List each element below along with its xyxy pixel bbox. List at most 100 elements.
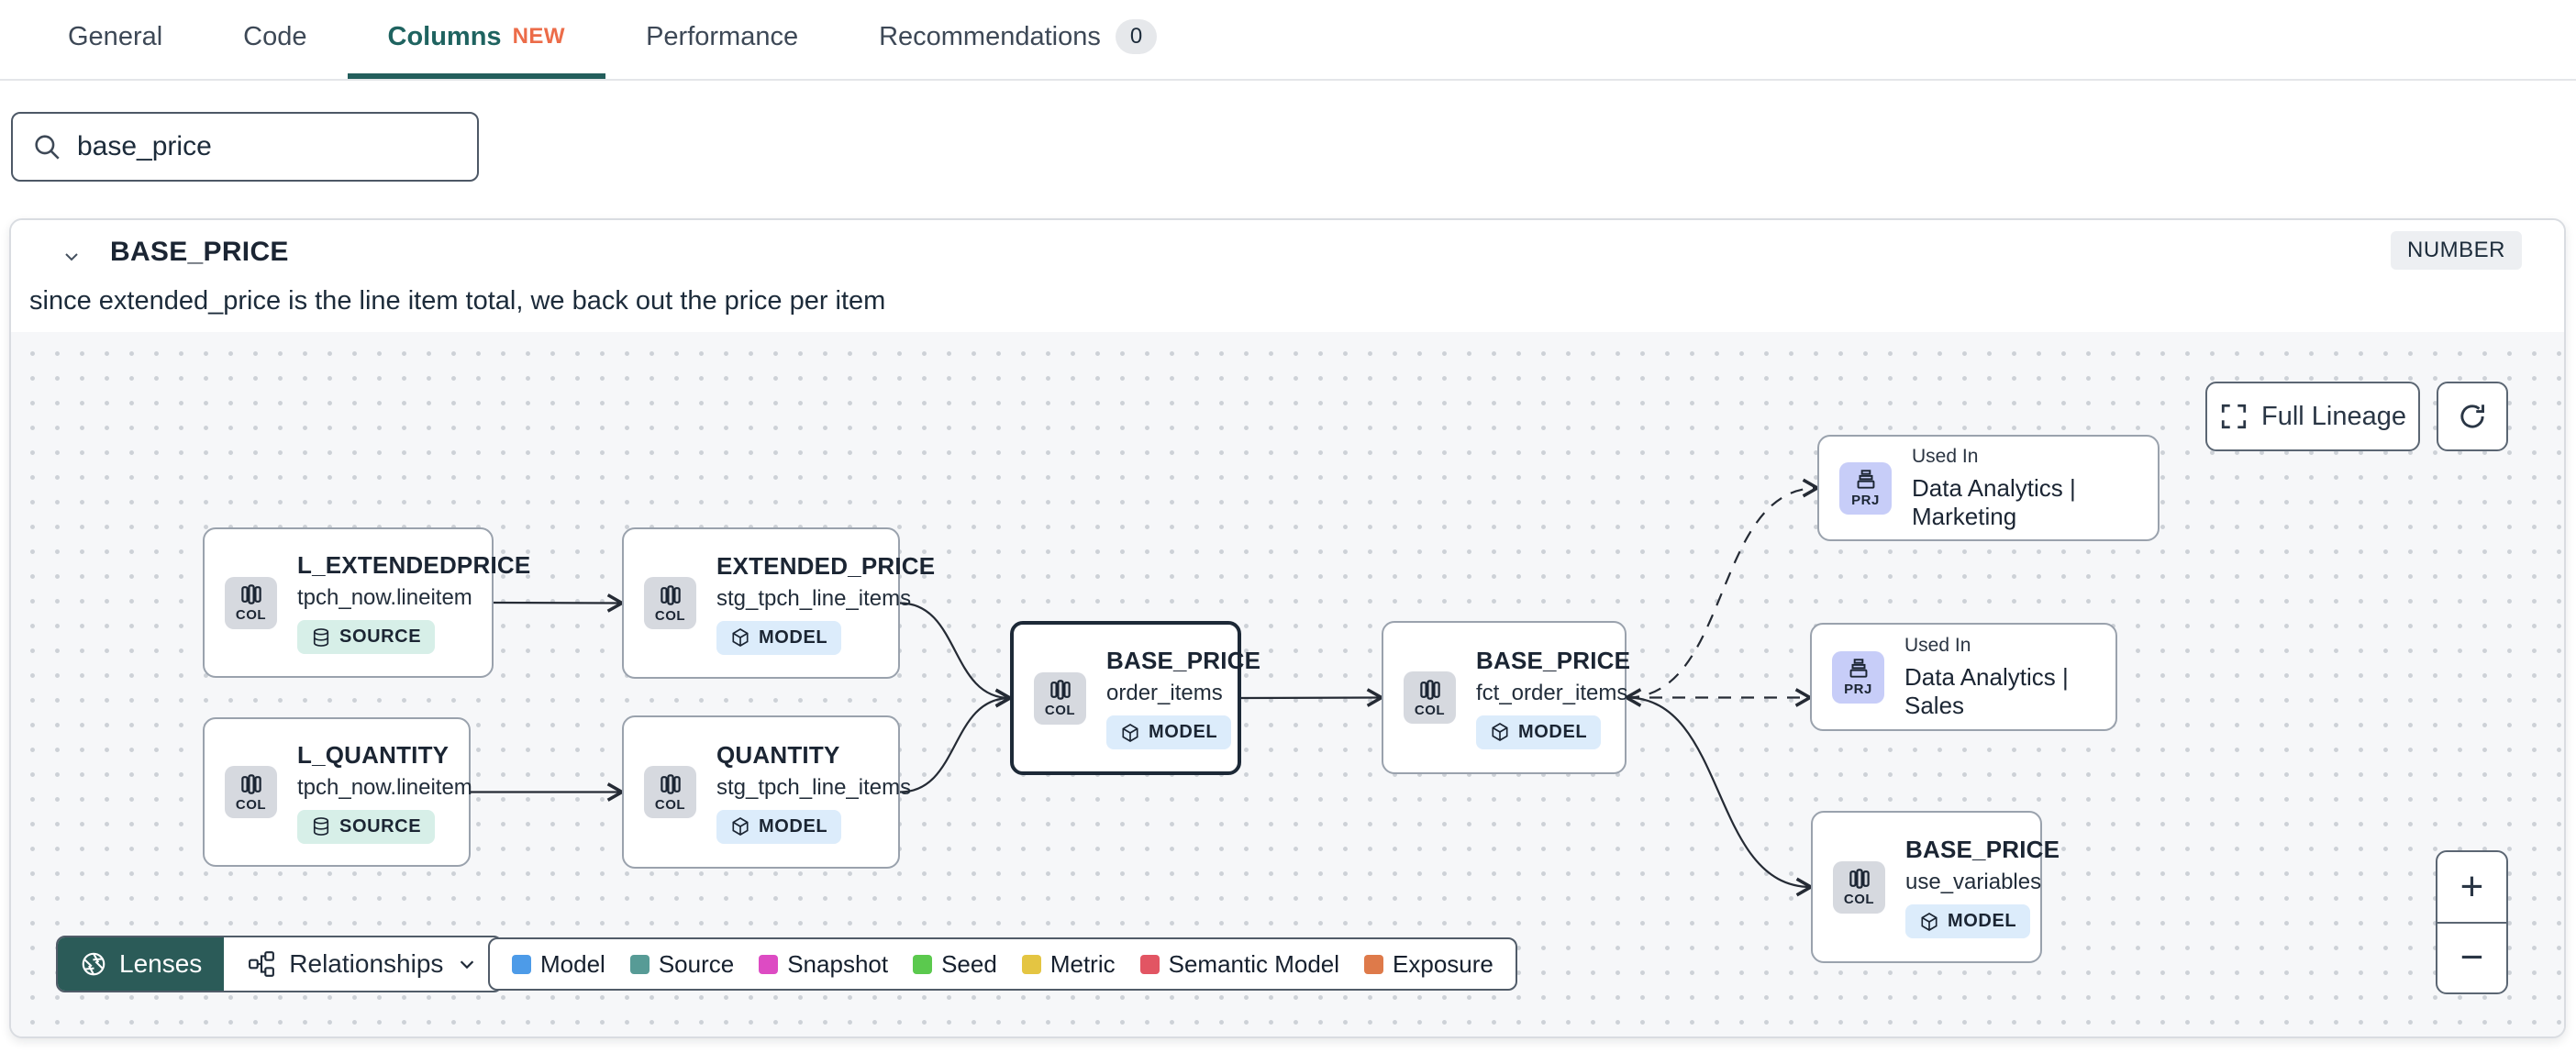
column-chip: COL: [1833, 860, 1885, 914]
legend-item-seed: Seed: [913, 950, 997, 979]
column-chip: COL: [1404, 671, 1456, 724]
tab-code[interactable]: Code: [203, 0, 347, 79]
node-subtitle: Data Analytics | Marketing: [1912, 473, 2076, 530]
legend-swatch: [1139, 954, 1160, 974]
legend-label: Model: [540, 949, 605, 978]
legend-label: Source: [658, 949, 735, 978]
node-title: L_QUANTITY: [297, 740, 450, 769]
legend-swatch: [512, 954, 531, 974]
legend-label: Exposure: [1393, 949, 1493, 978]
project-icon: [1854, 468, 1878, 492]
lineage-node-used_in_marketing[interactable]: PRJ Used In Data Analytics | Marketing: [1817, 435, 2160, 541]
columns-icon: [1848, 867, 1871, 891]
column-chip: COL: [644, 577, 696, 629]
legend-label: Snapshot: [787, 949, 889, 978]
column-chip: COL: [225, 766, 277, 818]
relationships-dropdown[interactable]: Relationships: [224, 937, 501, 991]
node-subtitle: use_variables: [1905, 870, 2042, 894]
node-badge-label: MODEL: [759, 626, 828, 648]
node-type-badge: SOURCE: [297, 620, 436, 654]
used-in-label: Used In: [1912, 445, 1979, 467]
lineage-edges: [471, 478, 1821, 897]
zoom-in-button[interactable]: +: [2459, 863, 2484, 909]
lineage-edge: [1240, 688, 1385, 707]
chevron-down-icon: [457, 954, 477, 974]
legend-swatch: [913, 954, 933, 974]
lineage-edge: [1623, 688, 1815, 897]
node-title: BASE_PRICE: [1106, 647, 1261, 674]
node-title: BASE_PRICE: [1905, 836, 2060, 863]
legend-item-snapshot: Snapshot: [759, 950, 888, 979]
columns-icon: [659, 772, 683, 796]
tab-performance-label: Performance: [646, 21, 799, 51]
legend-item-exposure: Exposure: [1364, 950, 1493, 979]
node-type-badge: MODEL: [716, 809, 842, 844]
node-title: BASE_PRICE: [1476, 646, 1631, 674]
tab-bar: General Code Columns NEW Performance Rec…: [0, 0, 2576, 81]
collapse-chevron-icon[interactable]: [61, 246, 83, 268]
lenses-button[interactable]: Lenses: [58, 937, 225, 991]
legend-label: Seed: [941, 949, 997, 978]
lineage-node-used_in_sales[interactable]: PRJ Used In Data Analytics | Sales: [1810, 623, 2117, 731]
project-icon: [1847, 657, 1871, 681]
node-type-badge: MODEL: [1106, 715, 1232, 749]
aperture-icon: [80, 950, 107, 978]
tab-columns-label: Columns: [387, 21, 502, 51]
tab-general-label: General: [68, 21, 163, 51]
used-in-label: Used In: [1904, 634, 1971, 656]
lineage-edge: [1626, 478, 1821, 699]
refresh-icon: [2457, 401, 2488, 432]
tab-columns[interactable]: Columns NEW: [347, 0, 606, 79]
relationships-icon: [248, 950, 275, 978]
legend-item-source: Source: [629, 949, 735, 979]
chip-label: PRJ: [1851, 493, 1880, 508]
columns-icon: [239, 582, 263, 606]
project-chip: PRJ: [1832, 650, 1884, 704]
node-subtitle: order_items: [1106, 681, 1223, 705]
zoom-controls: + −: [2436, 850, 2508, 994]
tab-recommendations-label: Recommendations: [879, 21, 1101, 51]
node-type-badge: MODEL: [1476, 715, 1602, 749]
node-title: L_EXTENDEDPRICE: [297, 551, 531, 579]
node-subtitle: stg_tpch_line_items: [716, 774, 912, 800]
node-badge-label: MODEL: [1149, 722, 1218, 742]
refresh-button[interactable]: [2437, 382, 2508, 451]
database-icon: [311, 816, 331, 837]
cube-icon: [730, 816, 750, 837]
tab-performance[interactable]: Performance: [605, 0, 838, 79]
node-subtitle: stg_tpch_line_items: [716, 585, 912, 611]
search-input[interactable]: [77, 131, 459, 162]
tab-general[interactable]: General: [28, 0, 203, 79]
legend-item-metric: Metric: [1021, 950, 1116, 979]
node-badge-label: MODEL: [759, 815, 828, 837]
zoom-out-button[interactable]: −: [2437, 921, 2506, 993]
node-subtitle: fct_order_items: [1476, 680, 1628, 705]
node-subtitle: Data Analytics | Sales: [1904, 662, 2069, 719]
node-title: QUANTITY: [716, 740, 840, 769]
tab-recommendations[interactable]: Recommendations 0: [838, 0, 1197, 79]
node-type-badge: MODEL: [716, 620, 842, 655]
node-badge-label: MODEL: [1948, 911, 2017, 931]
recommendations-count-badge: 0: [1115, 19, 1158, 54]
node-subtitle: tpch_now.lineitem: [297, 585, 472, 610]
node-badge-label: SOURCE: [339, 626, 422, 647]
node-content: Used In Data Analytics | Sales: [1904, 635, 2115, 720]
full-lineage-button[interactable]: Full Lineage: [2205, 382, 2420, 451]
chip-label: COL: [654, 607, 686, 624]
node-badge-label: MODEL: [1518, 721, 1588, 742]
